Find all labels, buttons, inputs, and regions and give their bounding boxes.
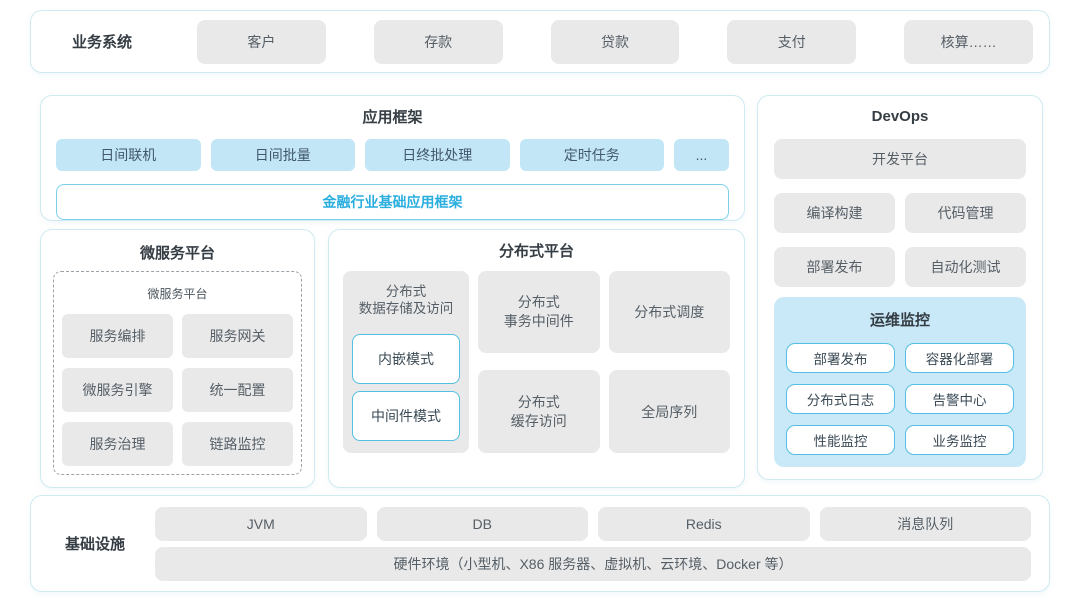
business-system-accounting: 核算…… — [904, 19, 1033, 64]
service-orchestration: 服务编排 — [62, 314, 173, 358]
platforms-row: 微服务平台 微服务平台 服务编排 服务网关 微服务引擎 统一配置 服务治理 链路… — [40, 229, 745, 488]
monitor-performance: 性能监控 — [786, 425, 895, 455]
distributed-storage-label: 分布式 数据存储及访问 — [358, 284, 454, 316]
hardware-row: 硬件环境（小型机、X86 服务器、虚拟机、云环境、Docker 等） — [155, 546, 1031, 581]
redis-box: Redis — [598, 506, 810, 541]
business-system-customer: 客户 — [197, 19, 326, 64]
distributed-scheduler-box: 分布式调度 — [608, 271, 730, 353]
devops-panel: DevOps 开发平台 编译构建 代码管理 部署发布 自动化测试 运维监控 部署… — [757, 95, 1043, 480]
infrastructure-label: 基础设施 — [64, 536, 125, 553]
hardware-environment-box: 硬件环境（小型机、X86 服务器、虚拟机、云环境、Docker 等） — [155, 546, 1031, 581]
middleware-mode-box: 中间件模式 — [352, 391, 460, 441]
unified-config: 统一配置 — [182, 368, 293, 412]
dev-platform-box: 开发平台 — [774, 139, 1026, 179]
service-gateway: 服务网关 — [182, 314, 293, 358]
monitor-distributed-log: 分布式日志 — [786, 384, 895, 414]
embedded-mode-box: 内嵌模式 — [352, 334, 460, 384]
service-governance: 服务治理 — [62, 422, 173, 466]
app-framework-modules: 日间联机 日间批量 日终批处理 定时任务 ... — [56, 139, 729, 171]
jvm-box: JVM — [155, 506, 367, 541]
deploy-release-box: 部署发布 — [774, 247, 895, 287]
cache-access-box: 分布式 缓存访问 — [478, 370, 600, 453]
business-systems-items: 客户 存款 贷款 支付 核算…… — [197, 19, 1033, 64]
trace-monitoring: 链路监控 — [182, 422, 293, 466]
transaction-middleware-box: 分布式 事务中间件 — [478, 271, 600, 353]
global-sequence-box: 全局序列 — [608, 370, 730, 453]
microservice-panel: 微服务平台 微服务平台 服务编排 服务网关 微服务引擎 统一配置 服务治理 链路… — [40, 229, 315, 488]
business-system-deposit: 存款 — [373, 19, 503, 64]
module-daytime-batch: 日间批量 — [210, 139, 355, 171]
monitor-alert-center: 告警中心 — [905, 384, 1014, 414]
message-queue-box: 消息队列 — [819, 506, 1031, 541]
app-framework-title: 应用框架 — [362, 109, 423, 126]
ops-monitoring-title: 运维监控 — [869, 312, 930, 329]
code-management-box: 代码管理 — [905, 193, 1026, 233]
distributed-columns: 分布式 数据存储及访问 内嵌模式 中间件模式 分布式 事务中间件 分布式 缓存访… — [343, 271, 730, 453]
monitor-container-deploy: 容器化部署 — [905, 343, 1014, 373]
base-framework-box: 金融行业基础应用框架 — [56, 184, 729, 220]
monitor-business: 业务监控 — [905, 425, 1014, 455]
infrastructure-items: JVM DB Redis 消息队列 — [155, 506, 1031, 541]
module-scheduled-task: 定时任务 — [519, 139, 664, 171]
db-box: DB — [376, 506, 588, 541]
business-system-loan: 贷款 — [550, 19, 680, 64]
devops-tools-row-1: 编译构建 代码管理 — [774, 193, 1026, 233]
microservice-items: 服务编排 服务网关 微服务引擎 统一配置 服务治理 链路监控 — [62, 314, 293, 466]
business-systems-label: 业务系统 — [71, 34, 132, 51]
automated-testing-box: 自动化测试 — [905, 247, 1026, 287]
distributed-storage-box: 分布式 数据存储及访问 内嵌模式 中间件模式 — [343, 271, 469, 453]
ops-monitoring-panel: 运维监控 部署发布 容器化部署 分布式日志 告警中心 性能监控 业务监控 — [774, 297, 1026, 467]
microservice-inner-box: 微服务平台 服务编排 服务网关 微服务引擎 统一配置 服务治理 链路监控 — [53, 271, 302, 475]
app-framework-panel: 应用框架 日间联机 日间批量 日终批处理 定时任务 ... 金融行业基础应用框架 — [40, 95, 745, 221]
compile-build-box: 编译构建 — [774, 193, 895, 233]
module-more: ... — [674, 139, 729, 171]
distributed-column-3: 分布式调度 全局序列 — [608, 271, 730, 453]
business-system-payment: 支付 — [727, 19, 857, 64]
devops-title: DevOps — [871, 108, 929, 125]
middle-section: 应用框架 日间联机 日间批量 日终批处理 定时任务 ... 金融行业基础应用框架… — [40, 95, 1043, 488]
ops-monitoring-items: 部署发布 容器化部署 分布式日志 告警中心 性能监控 业务监控 — [786, 343, 1014, 455]
microservice-engine: 微服务引擎 — [62, 368, 173, 412]
microservice-title: 微服务平台 — [139, 245, 215, 262]
distributed-column-2: 分布式 事务中间件 分布式 缓存访问 — [478, 271, 600, 453]
business-systems-bar: 业务系统 客户 存款 贷款 支付 核算…… — [30, 10, 1050, 73]
devops-tools-row-2: 部署发布 自动化测试 — [774, 247, 1026, 287]
distributed-panel: 分布式平台 分布式 数据存储及访问 内嵌模式 中间件模式 分布式 事务中间件 分… — [328, 229, 745, 488]
monitor-deploy-release: 部署发布 — [786, 343, 895, 373]
distributed-title: 分布式平台 — [498, 243, 574, 260]
infrastructure-bar: 基础设施 JVM DB Redis 消息队列 硬件环境（小型机、X86 服务器、… — [30, 495, 1050, 592]
microservice-inner-title: 微服务平台 — [147, 287, 208, 301]
module-eod-batch: 日终批处理 — [365, 139, 510, 171]
middle-left-column: 应用框架 日间联机 日间批量 日终批处理 定时任务 ... 金融行业基础应用框架… — [40, 95, 745, 488]
infrastructure-rows: JVM DB Redis 消息队列 硬件环境（小型机、X86 服务器、虚拟机、云… — [155, 506, 1031, 581]
module-daytime-online: 日间联机 — [56, 139, 201, 171]
